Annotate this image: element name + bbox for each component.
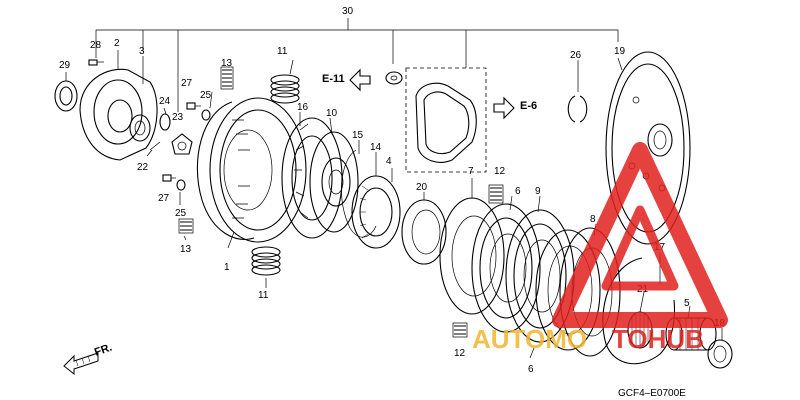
- spring-11-lower: [251, 246, 281, 276]
- callout-c28: 28: [90, 40, 102, 51]
- callout-c9: 9: [535, 186, 541, 197]
- watermark-logo: AUTOMO TOHUB: [472, 142, 728, 354]
- callout-c11a: 11: [277, 46, 288, 57]
- callout-c4: 4: [386, 156, 392, 167]
- callout-c1: 1: [224, 262, 230, 273]
- callout-c30: 30: [342, 6, 354, 17]
- callout-c10: 10: [326, 108, 338, 119]
- callout-c12a: 12: [494, 166, 506, 177]
- spring-11-upper: [270, 74, 300, 104]
- one-way-clutch-14: [351, 152, 401, 249]
- ref-e11-label: E-11: [322, 73, 345, 85]
- callout-c25a: 25: [200, 90, 212, 101]
- bearing-29: [54, 72, 78, 112]
- front-direction-arrow: [63, 352, 99, 376]
- clutch-drum-1: [196, 97, 307, 243]
- spring-12-upper: [488, 184, 504, 204]
- callout-c25b: 25: [175, 208, 187, 219]
- callout-c20: 20: [416, 182, 428, 193]
- callout-c27b: 27: [158, 193, 170, 204]
- wire-clip-15: [341, 140, 377, 238]
- friction-disc-9: [505, 209, 575, 343]
- front-direction-label: FR.: [93, 341, 114, 358]
- drawing-code: GCF4–E0700E: [618, 388, 686, 399]
- callout-c14: 14: [370, 142, 382, 153]
- watermark-text-right: TOHUB: [612, 324, 704, 354]
- assembly-30-bracket: [95, 18, 619, 112]
- callout-c24: 24: [159, 96, 171, 107]
- spring-13-upper: [220, 66, 234, 90]
- clutch-plate-7: [439, 178, 505, 315]
- friction-disc-6: [471, 203, 541, 333]
- callout-c13a: 13: [221, 58, 233, 69]
- callout-c26: 26: [570, 50, 582, 61]
- callout-c13b: 13: [180, 244, 192, 255]
- spring-13-lower: [178, 218, 194, 234]
- ref-e6-label: E-6: [520, 100, 537, 112]
- callout-c27a: 27: [181, 78, 193, 89]
- callout-c6a: 6: [515, 186, 521, 197]
- ref-e11-group: [349, 68, 403, 92]
- callout-c16: 16: [297, 102, 309, 113]
- clutch-hub-16: [281, 117, 343, 239]
- callout-c11b: 11: [258, 290, 269, 301]
- snap-ring-26: [567, 60, 588, 123]
- callout-c15: 15: [352, 130, 364, 141]
- callout-c23: 23: [172, 112, 184, 123]
- callout-c7: 7: [468, 166, 474, 177]
- spring-12-lower: [452, 322, 468, 338]
- callout-c6b: 6: [528, 364, 534, 375]
- gasket-cover-group: [405, 67, 515, 173]
- callout-c22: 22: [137, 162, 149, 173]
- callout-c3: 3: [139, 46, 145, 57]
- callout-c2: 2: [114, 38, 120, 49]
- callout-c29: 29: [59, 60, 71, 71]
- watermark-text-left: AUTOMO: [472, 324, 587, 354]
- watermark-triangle: [552, 142, 728, 328]
- clutch-plate-10: [309, 131, 359, 233]
- callout-c8: 8: [590, 214, 596, 225]
- callout-c19: 19: [614, 46, 626, 57]
- friction-disc-6-rear: [535, 229, 601, 351]
- bolt-27-upper: [186, 102, 211, 121]
- screw-28: [88, 59, 104, 66]
- callout-c12b: 12: [454, 348, 466, 359]
- oil-seal-18: [707, 339, 733, 369]
- drive-plate-2: [79, 50, 158, 161]
- outer-ring-20: [401, 192, 447, 265]
- callout-c5: 5: [684, 298, 690, 309]
- bolt-27-lower: [162, 174, 186, 191]
- washers-22-23-24: [149, 113, 193, 155]
